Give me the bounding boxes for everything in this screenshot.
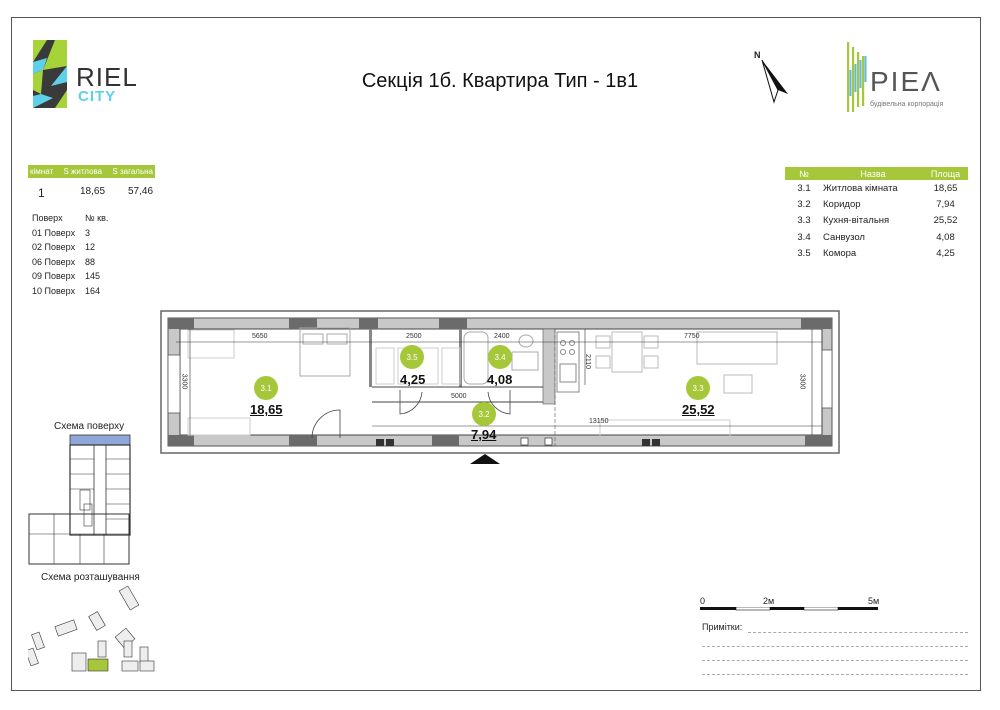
summary-total-value: 57,46 — [128, 186, 154, 197]
room-area: 25,52 — [933, 215, 958, 227]
room-num: 3.2 — [797, 198, 811, 210]
rooms-header-name: Назва — [860, 168, 886, 179]
dim-2400: 2400 — [494, 333, 510, 340]
summary-values: 1 18,65 57,46 — [28, 186, 155, 200]
floor-name: 09 Поверх — [32, 271, 76, 281]
scale-label-2m: 2м — [763, 596, 775, 606]
rooms-table: № Назва Площа 3.1 Житлова кімната 18,65 3.… — [785, 167, 968, 261]
room-badge-3-1: 3.1 — [254, 376, 278, 400]
page-frame — [11, 17, 981, 691]
room-badge-3-2: 3.2 — [472, 402, 496, 426]
entrance-arrow-icon — [470, 454, 500, 464]
summary-rooms-value: 1 — [38, 186, 45, 200]
floor-name: 10 Поверх — [32, 285, 76, 296]
dim-5650: 5650 — [252, 333, 268, 340]
rooms-header-area: Площа — [930, 168, 961, 179]
rooms-header: № Назва Площа — [785, 167, 968, 180]
floors-row: 02 Поверх 12 — [32, 240, 108, 255]
floors-row: 09 Поверх 145 — [32, 269, 108, 284]
apt-number: 164 — [85, 285, 101, 296]
floors-header-apt: № кв. — [85, 213, 109, 223]
summary-header-rooms: кімнат — [30, 167, 54, 176]
floors-row: 01 Поверх 3 — [32, 226, 108, 241]
room-name: Коридор — [823, 198, 861, 210]
site-scheme-icon — [28, 585, 155, 672]
apt-number: 3 — [85, 227, 91, 238]
floors-header-floor: Поверх — [32, 213, 63, 223]
room-row: 3.3 Кухня-вітальня 25,52 — [785, 213, 968, 229]
logo-left-word: RIEL — [76, 62, 138, 92]
notes-line — [702, 660, 968, 661]
notes-label: Примітки: — [702, 622, 743, 632]
dim-7750: 7750 — [684, 333, 700, 340]
apt-number: 12 — [85, 242, 96, 252]
floor-scheme-label: Схема поверху — [54, 421, 125, 432]
notes-line — [748, 632, 968, 633]
room-area: 4,25 — [936, 247, 955, 259]
floor-name: 01 Поверх — [32, 227, 76, 238]
room-badge-3-5: 3.5 — [400, 345, 424, 369]
floor-scheme-icon — [28, 434, 131, 565]
north-arrow-icon — [761, 59, 788, 104]
room-num: 3.3 — [797, 215, 811, 227]
summary-header: кімнат S житлова S загальна — [28, 165, 155, 178]
floors-header: Поверх № кв. — [32, 211, 108, 226]
floors-row: 10 Поверх 164 — [32, 284, 108, 299]
rooms-header-num: № — [799, 168, 809, 179]
room-name: Комора — [823, 247, 857, 259]
piel-logo-icon — [847, 42, 867, 112]
room-row: 3.1 Житлова кімната 18,65 — [785, 180, 968, 196]
room-name: Санвузол — [823, 231, 865, 243]
logo-right-sub: будівельна корпорація — [870, 101, 944, 108]
room-num: 3.1 — [797, 182, 811, 194]
riel-city-logo-icon — [33, 40, 67, 108]
room-badge-3-3: 3.3 — [686, 376, 710, 400]
summary-header-living: S житлова — [63, 167, 103, 176]
apt-number: 88 — [85, 256, 96, 267]
dim-3300-right: 3300 — [798, 373, 806, 390]
scale-bar-icon — [700, 607, 878, 611]
floor-plan: 5650 2500 2400 7750 5000 13150 3300 3300… — [160, 310, 840, 464]
north-arrow: N — [750, 50, 800, 106]
dim-13150: 13150 — [589, 418, 609, 425]
room-area: 4,08 — [936, 231, 955, 243]
room-name: Кухня-вітальня — [823, 215, 890, 227]
floor-name: 06 Поверх — [32, 256, 76, 267]
room-area-3-1: 18,65 — [250, 402, 283, 417]
room-area: 7,94 — [936, 198, 955, 210]
room-name: Житлова кімната — [823, 182, 898, 194]
room-area-3-4: 4,08 — [487, 372, 513, 387]
page-title: Секція 1б. Квартира Тип - 1в1 — [361, 70, 639, 92]
dim-5000: 5000 — [451, 393, 467, 400]
apt-number: 145 — [85, 271, 101, 281]
notes-line — [702, 674, 968, 675]
room-area: 18,65 — [933, 182, 958, 194]
room-row: 3.5 Комора 4,25 — [785, 245, 968, 261]
dim-3300-left: 3300 — [180, 373, 188, 390]
scale-label-5m: 5м — [868, 596, 880, 606]
floors-table: Поверх № кв. 01 Поверх 3 02 Поверх 12 06 П… — [32, 211, 108, 298]
site-scheme-label: Схема розташування — [41, 572, 140, 583]
room-num: 3.5 — [797, 247, 811, 259]
notes-line — [702, 646, 968, 647]
logo-right-word: PIEΛ — [870, 66, 942, 97]
floor-name: 02 Поверх — [32, 242, 76, 252]
summary-living-value: 18,65 — [80, 186, 106, 197]
room-badge-3-4: 3.4 — [488, 345, 512, 369]
floors-row: 06 Поверх 88 — [32, 255, 108, 270]
dim-2110: 2110 — [584, 353, 592, 370]
room-row: 3.4 Санвузол 4,08 — [785, 229, 968, 245]
room-area-3-2: 7,94 — [471, 427, 497, 442]
north-label: N — [754, 50, 761, 60]
scale-label-0: 0 — [700, 596, 706, 606]
summary-header-total: S загальна — [112, 167, 153, 176]
logo-left-sub: CITY — [78, 88, 117, 105]
room-area-3-5: 4,25 — [400, 372, 426, 387]
room-num: 3.4 — [797, 231, 811, 243]
room-area-3-3: 25,52 — [682, 402, 715, 417]
dim-2500: 2500 — [406, 333, 422, 340]
room-row: 3.2 Коридор 7,94 — [785, 196, 968, 212]
